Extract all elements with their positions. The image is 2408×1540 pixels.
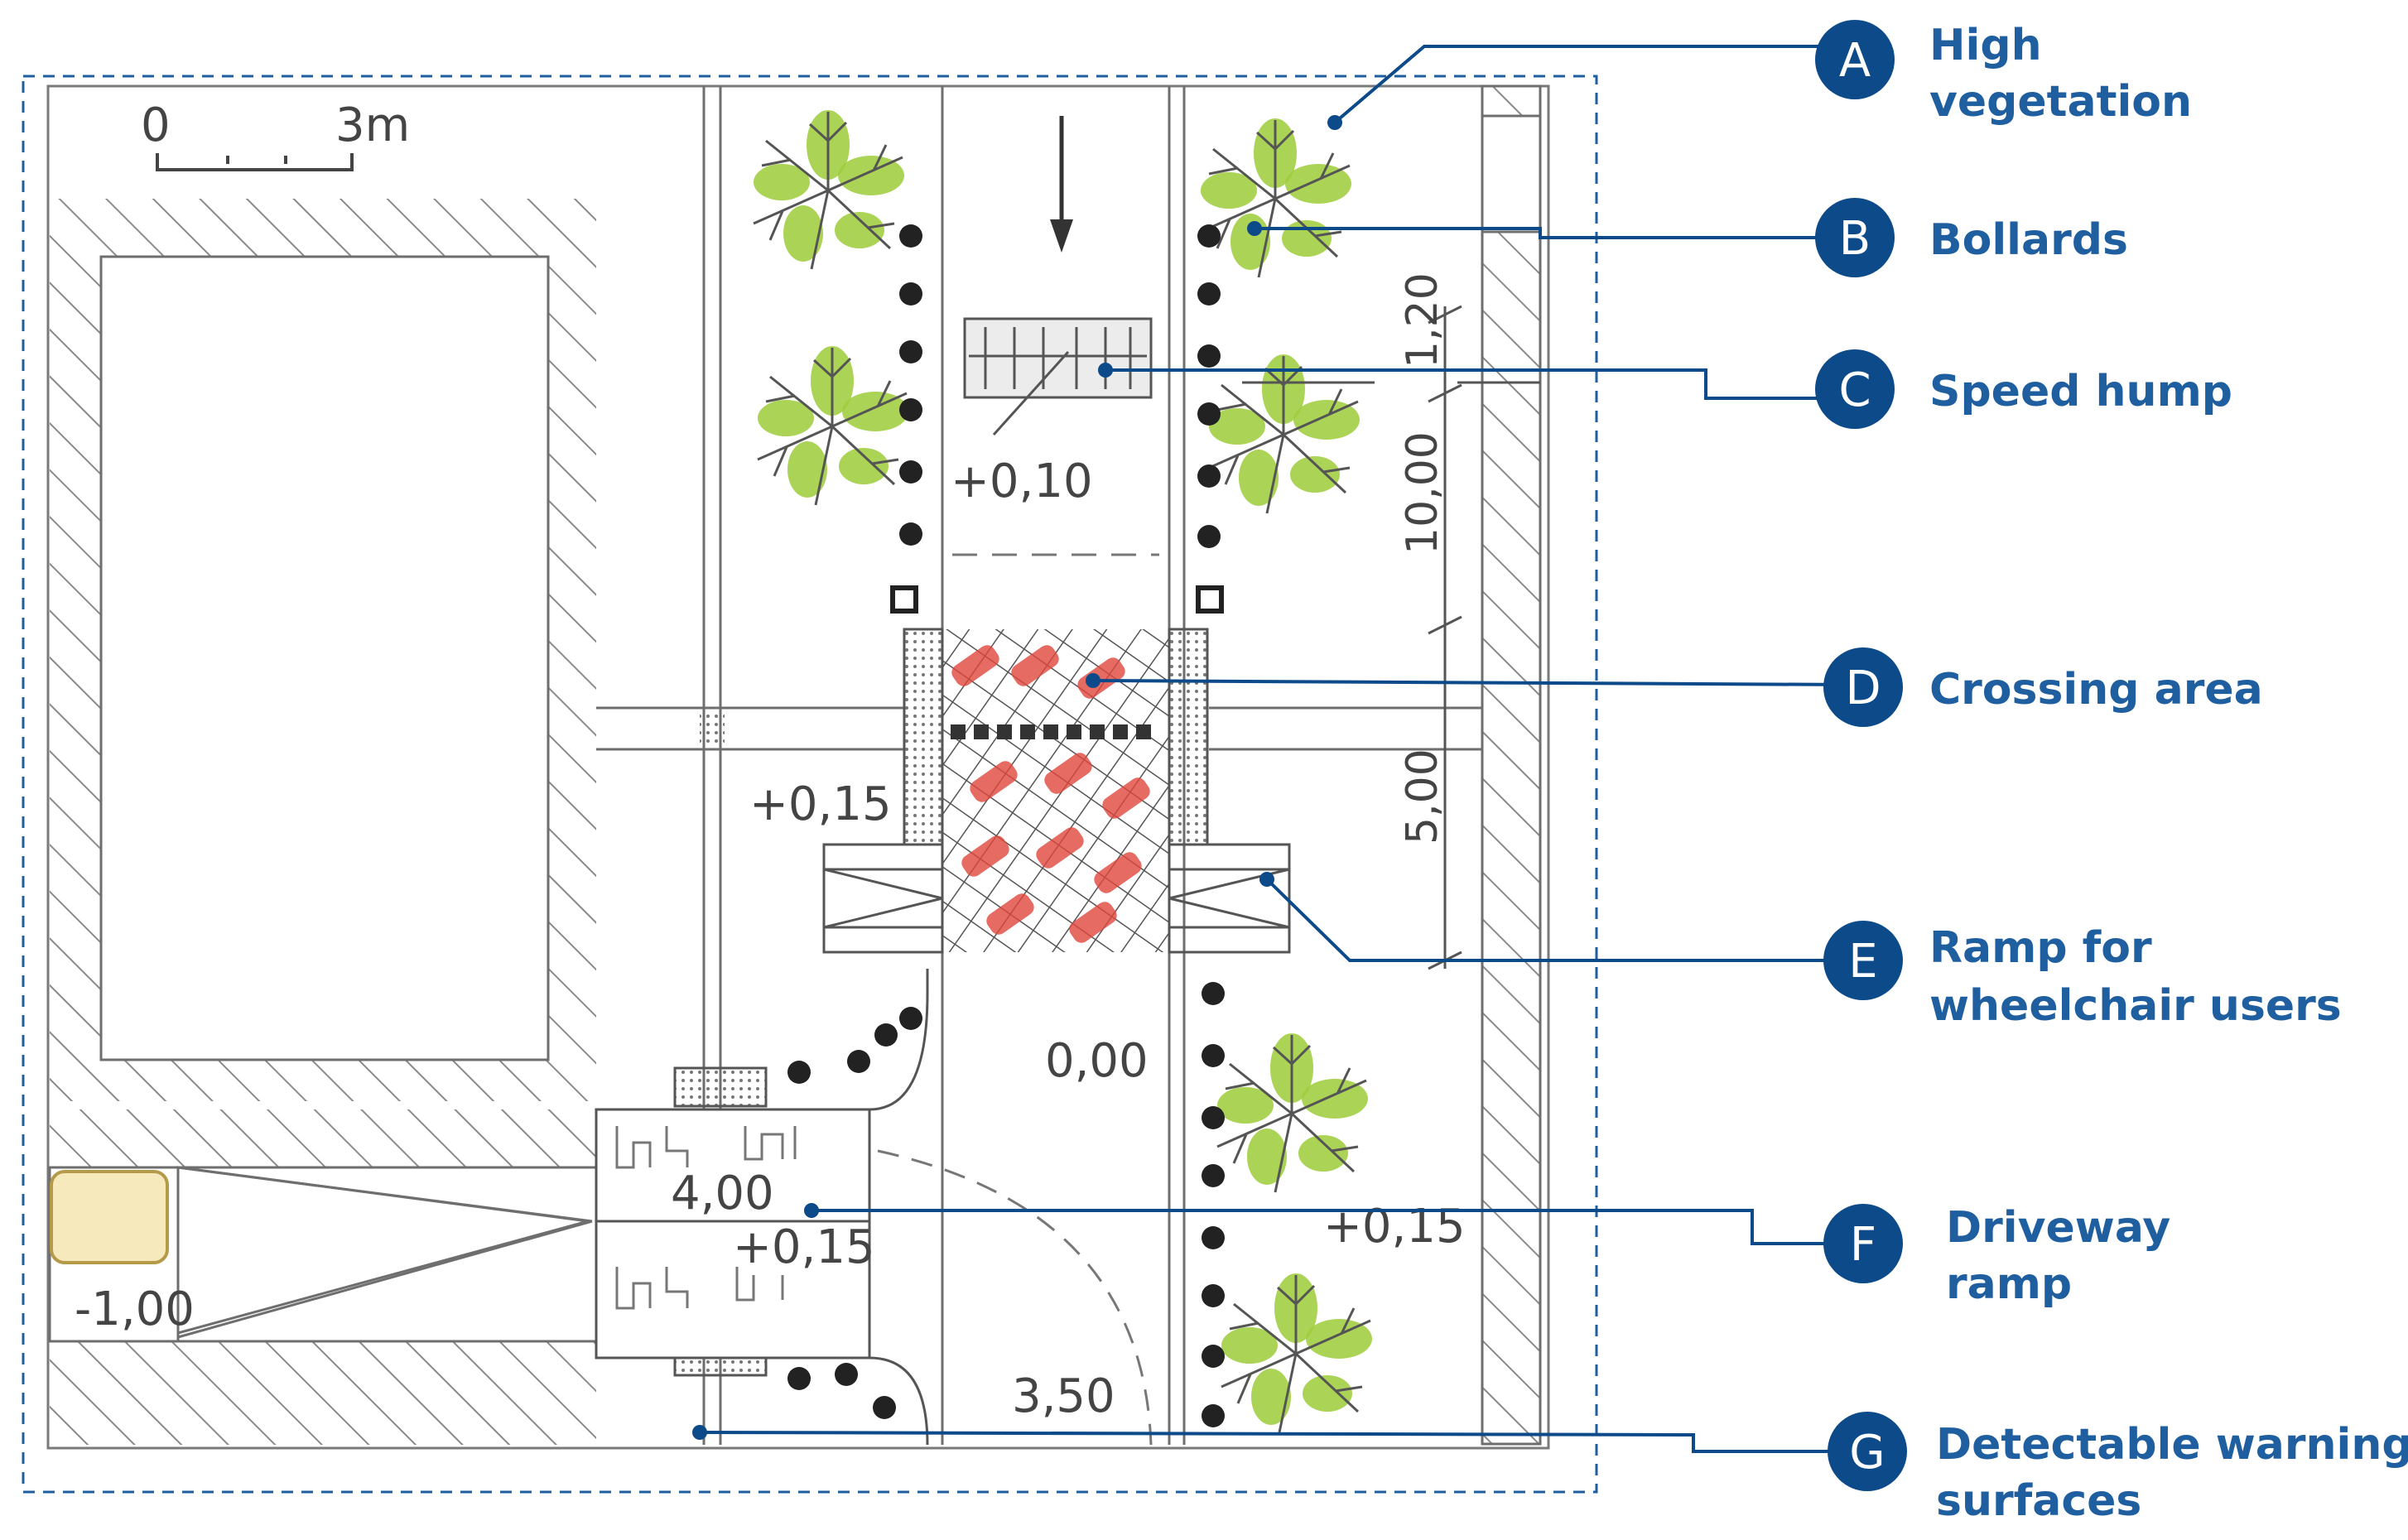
width-road: 3,50	[1012, 1369, 1115, 1423]
callout-label-line1: Bollards	[1929, 215, 2128, 265]
callout-label-line1: Ramp for	[1929, 923, 2152, 973]
site-plan: 0 3m +0,10 +0,15 0,00 +0,15 +0,15 4,00 3…	[46, 84, 1550, 1450]
elevation-garage: -1,00	[75, 1283, 195, 1336]
callout-d: D Crossing area	[1823, 647, 2263, 727]
wheelchair-ramps	[822, 843, 1291, 954]
callout-letter: B	[1839, 212, 1871, 266]
callout-badge	[1815, 20, 1895, 99]
scale-length: 3m	[335, 99, 410, 152]
scale-bar: 0 3m	[141, 99, 410, 171]
elevation-driveway: +0,15	[733, 1220, 875, 1274]
callout-badge	[1823, 1204, 1903, 1283]
elevation-road: 0,00	[1045, 1034, 1149, 1088]
leader-lines	[699, 45, 1856, 1453]
diagram-frame	[22, 75, 1598, 1494]
callout-badge	[1828, 1412, 1907, 1491]
callout-label-line1: Speed hump	[1929, 367, 2232, 416]
callout-letter: F	[1850, 1218, 1876, 1272]
callout-label-line1: High	[1929, 21, 2042, 70]
callout-badge	[1823, 921, 1903, 1000]
callout-letter: C	[1838, 363, 1871, 417]
crossing-area	[942, 629, 1169, 952]
callout-badge	[1815, 198, 1895, 277]
direction-arrow-icon	[1050, 116, 1073, 253]
detectable-warning-surfaces	[673, 628, 1209, 1377]
width-driveway: 4,00	[671, 1167, 774, 1220]
callout-badge	[1823, 647, 1903, 727]
callout-label-line2: wheelchair users	[1929, 981, 2342, 1031]
callout-b: B Bollards	[1815, 198, 2128, 277]
callout-label-line1: Driveway	[1946, 1203, 2170, 1253]
elevation-speed-hump: +0,10	[951, 455, 1093, 508]
callout-letter: G	[1849, 1426, 1885, 1480]
bollards	[787, 224, 1225, 1427]
speed-hump	[963, 317, 1153, 436]
callout-badge	[1815, 349, 1895, 429]
callout-label-line1: Crossing area	[1929, 665, 2263, 715]
callout-label-line2: vegetation	[1929, 77, 2192, 127]
dimension-1-20: 1,20	[1398, 272, 1447, 368]
driveway-ramp	[595, 969, 1153, 1446]
callout-letter: A	[1839, 34, 1871, 88]
callout-letter: D	[1845, 662, 1881, 715]
dimension-10-00: 10,00	[1398, 431, 1447, 555]
car-icon	[50, 1170, 169, 1264]
elevation-left-sidewalk: +0,15	[749, 777, 892, 831]
callout-g: G Detectable warning surfaces	[1828, 1412, 2408, 1526]
callout-e: E Ramp for wheelchair users	[1823, 921, 2342, 1031]
callout-c: C Speed hump	[1815, 349, 2232, 429]
scale-zero: 0	[141, 99, 171, 152]
callout-letter: E	[1848, 935, 1877, 989]
callout-label-line2: surfaces	[1936, 1476, 2141, 1526]
callout-label-line2: ramp	[1946, 1259, 2072, 1309]
callout-label-line1: Detectable warning	[1936, 1420, 2408, 1470]
callout-a: A High vegetation	[1815, 20, 2192, 127]
leader-dots	[692, 115, 1342, 1440]
callout-f: F Driveway ramp	[1823, 1203, 2170, 1309]
dimension-5-00: 5,00	[1398, 748, 1447, 845]
elevation-right-sidewalk: +0,15	[1323, 1200, 1466, 1254]
